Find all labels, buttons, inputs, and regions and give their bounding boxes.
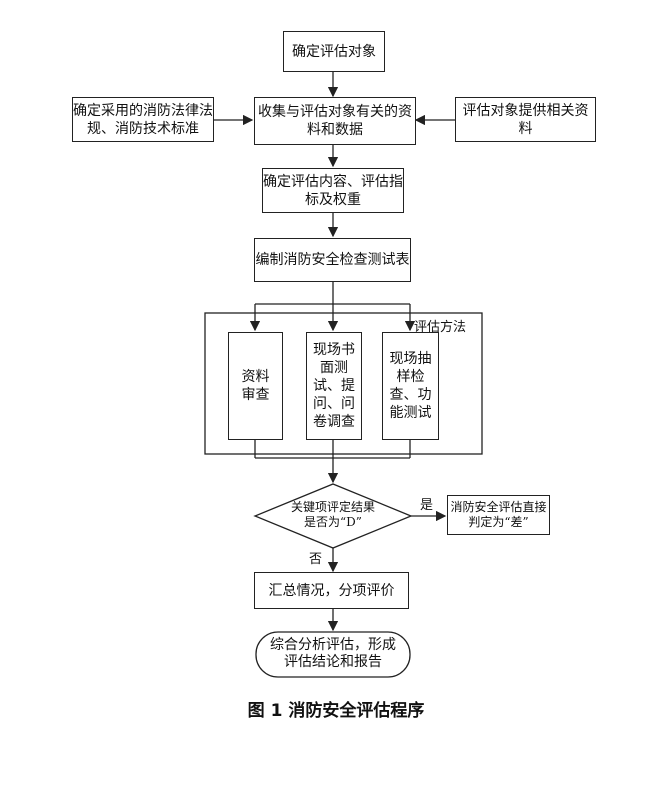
node-collect-data: 收集与评估对象有关的资料和数据: [254, 97, 416, 145]
node-compile-table: 编制消防安全检查测试表: [254, 238, 411, 282]
node-laws-standards: 确定采用的消防法律法规、消防技术标准: [72, 97, 214, 142]
node-doc-review: 资料审查: [228, 332, 283, 440]
node-site-test: 现场书面测试、提问、问卷调查: [306, 332, 362, 440]
node-conclusion: 综合分析评估，形成评估结论和报告: [270, 637, 396, 670]
method-frame: [204, 312, 483, 455]
node-sampling-test: 现场抽样检查、功能测试: [382, 332, 439, 440]
conclusion-terminal: [255, 631, 411, 678]
node-content-indicators: 确定评估内容、评估指标及权重: [262, 168, 404, 213]
decision-no-label: 否: [309, 552, 323, 567]
method-label: 评估方法: [414, 320, 467, 335]
decision-text: 关键项评定结果是否为“D”: [290, 500, 375, 529]
node-poor-result: 消防安全评估直接判定为“差”: [447, 495, 550, 535]
node-determine-object: 确定评估对象: [283, 31, 385, 72]
node-provide-data: 评估对象提供相关资料: [455, 97, 596, 142]
node-summary: 汇总情况，分项评价: [254, 572, 409, 609]
figure-caption: 图 1 消防安全评估程序: [247, 701, 425, 721]
decision-yes-label: 是: [420, 498, 434, 513]
